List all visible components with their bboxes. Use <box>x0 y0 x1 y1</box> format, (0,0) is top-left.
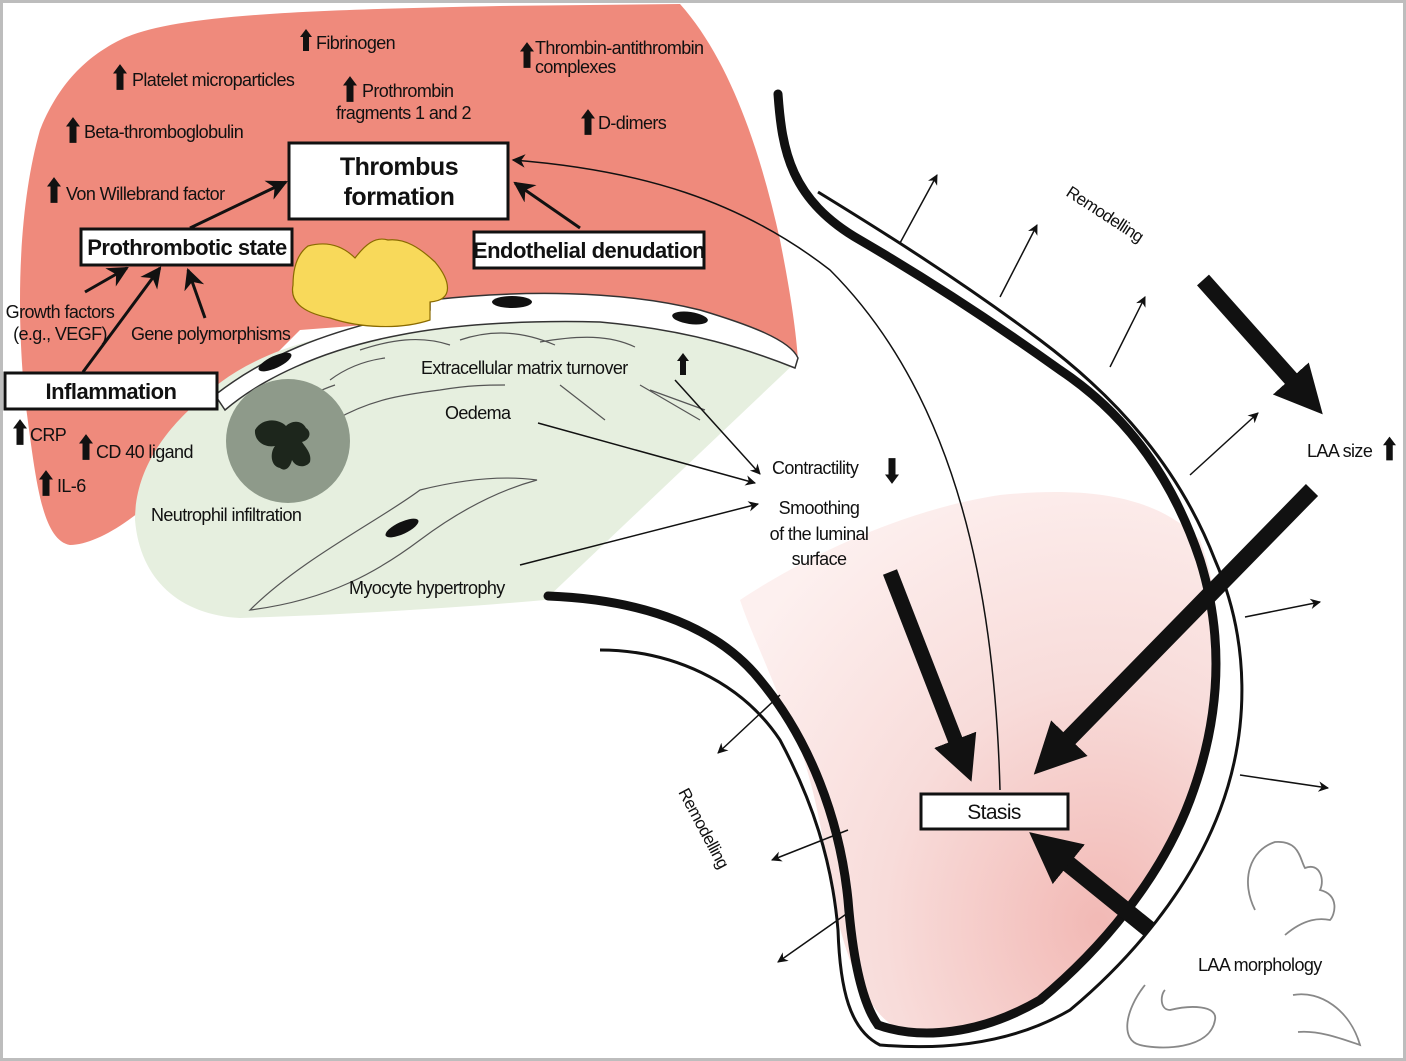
smoothing-label-2: of the luminal <box>770 524 869 544</box>
il6-label: IL-6 <box>57 476 86 496</box>
endothelial-nucleus <box>258 352 292 372</box>
inflammation-box: Inflammation <box>3 371 219 411</box>
tat-label-2: complexes <box>535 57 616 77</box>
thrombus-formation-label: Thrombus <box>340 153 458 181</box>
marker-fibrinogen: Fibrinogen <box>300 29 396 53</box>
prothrombin-label-2: fragments 1 and 2 <box>336 103 471 123</box>
marker-ddimers: D-dimers <box>581 109 667 135</box>
remodelling-bottom-label: Remodelling <box>674 785 732 872</box>
gene-polymorphisms-label: Gene polymorphisms <box>131 324 291 344</box>
contractility-label: Contractility <box>772 458 859 478</box>
thick-arrows-to-stasis <box>883 274 1323 937</box>
stasis-box: Stasis <box>919 792 1070 831</box>
thrombus-formation-box: Thrombus formation <box>287 141 510 221</box>
neutrophil-infiltration-label: Neutrophil infiltration <box>151 505 301 525</box>
prothrombotic-state-box: Prothrombotic state <box>79 227 294 267</box>
marker-tat: Thrombin-antithrombin complexes <box>520 38 704 77</box>
fibrinogen-label: Fibrinogen <box>316 33 395 53</box>
prothrombin-label: Prothrombin <box>362 81 453 101</box>
endothelial-denudation-box: Endothelial denudation <box>472 230 706 270</box>
prothrombotic-state-label: Prothrombotic state <box>87 235 287 260</box>
thrombus-formation-label-2: formation <box>344 183 455 211</box>
thrombus <box>291 238 448 328</box>
laa-morphology-shapes <box>1126 841 1362 1049</box>
endothelial-nucleus <box>492 296 532 308</box>
tat-label: Thrombin-antithrombin <box>535 38 703 58</box>
smoothing-label-3: surface <box>792 549 847 569</box>
matrix-fibers <box>248 332 706 611</box>
neutrophil-nucleus <box>254 420 311 470</box>
oedema-label: Oedema <box>445 403 512 423</box>
beta-thromboglobulin-label: Beta-thromboglobulin <box>84 122 243 142</box>
remodelling-arrows-top <box>899 174 1330 792</box>
marker-crp: CRP <box>13 419 67 445</box>
remodelling-top-label: Remodelling <box>1063 182 1147 246</box>
laa-size-label: LAA size <box>1307 441 1373 461</box>
stasis-label: Stasis <box>967 801 1021 824</box>
growth-factors-label-2: (e.g., VEGF) <box>13 324 107 344</box>
increase-arrow-icon <box>13 419 27 445</box>
laa-outer-wall-top <box>599 190 1244 1049</box>
endothelial-nucleus <box>672 311 708 325</box>
crp-label: CRP <box>30 425 67 445</box>
increase-arrow-icon <box>1383 436 1396 461</box>
myocyte-nucleus <box>385 518 419 538</box>
cd40-ligand-label: CD 40 ligand <box>96 442 193 462</box>
endothelial-denudation-label: Endothelial denudation <box>473 238 705 263</box>
tissue-effect-arrows <box>519 379 761 566</box>
platelet-microparticles-label: Platelet microparticles <box>132 70 295 90</box>
laa-inner-wall <box>543 89 1221 1038</box>
marker-il6: IL-6 <box>39 470 87 496</box>
causal-arrows <box>81 180 581 373</box>
inflammation-label: Inflammation <box>46 379 177 404</box>
marker-prothrombin: Prothrombin fragments 1 and 2 <box>336 76 472 123</box>
marker-cd40: CD 40 ligand <box>79 434 193 462</box>
d-dimers-label: D-dimers <box>598 113 667 133</box>
marker-vwf: Von Willebrand factor <box>47 177 226 204</box>
laa-morphology-label: LAA morphology <box>1198 955 1322 975</box>
smoothing-label: Smoothing <box>779 498 860 518</box>
marker-platelet: Platelet microparticles <box>113 64 295 90</box>
marker-beta-tg: Beta-thromboglobulin <box>66 117 244 143</box>
ecm-turnover-label: Extracellular matrix turnover <box>421 358 628 378</box>
growth-factors-label: Growth factors <box>6 302 115 322</box>
tissue-wall-region <box>135 300 798 618</box>
myocyte-hypertrophy-label: Myocyte hypertrophy <box>349 578 505 598</box>
decrease-arrow-icon <box>885 458 899 484</box>
von-willebrand-label: Von Willebrand factor <box>66 184 225 204</box>
stasis-to-thrombus-arrow <box>511 154 1001 791</box>
remodelling-arrows-bottom <box>717 694 853 963</box>
